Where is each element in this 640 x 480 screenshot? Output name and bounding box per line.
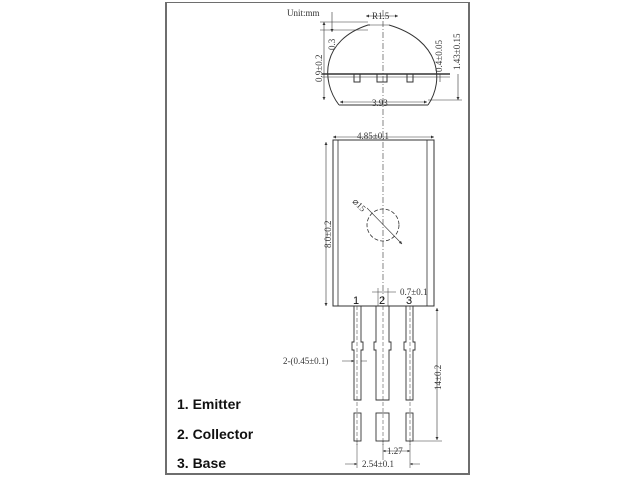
legend-collector: 2. Collector [177,426,254,442]
height-label: 0.9±0.2 [314,55,324,82]
pin-2-label: 2 [379,295,385,307]
right-label-1: 0.4±0.05 [434,40,444,72]
front-height-label: 8.0±0.2 [323,221,333,248]
right-label-2: 1.43±0.15 [452,33,462,70]
offset-label: 0.3 [327,38,337,50]
lead-length-label: 14±0.2 [433,365,443,390]
top-view [320,10,462,118]
drawing-frame [165,2,470,475]
pin-spacing-label: 0.7±0.1 [400,287,427,297]
front-width-label: 4.85±0.1 [357,131,389,141]
front-view [324,120,442,468]
span-label: 2.54±0.1 [362,459,394,469]
hole-label: ⌀15 [351,196,369,214]
radius-label: R1.5 [372,11,390,21]
pitch-label: 1.27 [387,446,403,456]
top-width-label: 3.93 [372,98,388,108]
pin-1-label: 1 [353,295,359,307]
legend-emitter: 1. Emitter [177,396,241,412]
legend-base: 3. Base [177,455,227,471]
pin-3-label: 3 [406,295,412,307]
pin-width-label: 2-(0.45±0.1) [283,356,328,366]
unit-label: Unit:mm [287,8,320,18]
